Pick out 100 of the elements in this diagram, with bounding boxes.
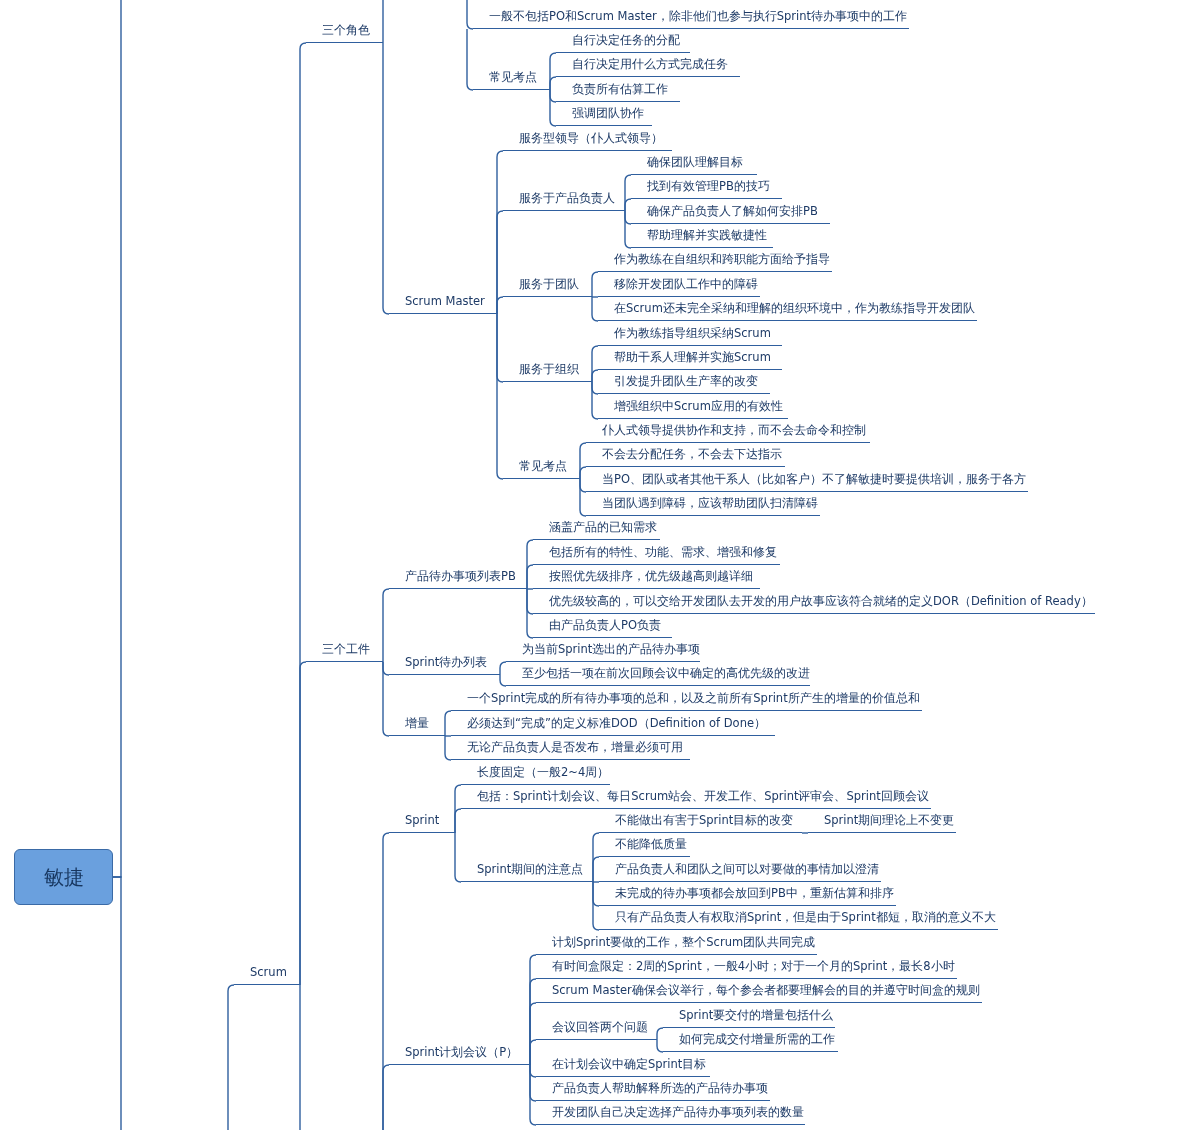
branch-topic: 作为教练指导组织采纳Scrum — [598, 324, 782, 346]
branch-line — [592, 881, 600, 931]
branch-topic: Scrum Master确保会议举行，每个参会者都要理解会的目的并遵守时间盒的规则 — [536, 981, 982, 1003]
branch-topic: 在计划会议中确定Sprint目标 — [536, 1055, 710, 1077]
branch-topic: Sprint待办列表 — [389, 653, 500, 675]
branch-topic: 三个工件 — [306, 640, 383, 662]
branch-topic: 增量 — [389, 714, 445, 736]
branch-line — [526, 588, 534, 639]
branch-topic: 长度固定（一般2~4周） — [461, 763, 610, 785]
branch-topic: 一个Sprint完成的所有待办事项的总和，以及之前所有Sprint所产生的增量的价值总和 — [451, 689, 922, 711]
branch-line — [656, 1027, 664, 1041]
branch-line — [382, 588, 390, 663]
branch-topic: 引发提升团队生产率的改变 — [598, 372, 770, 394]
branch-line — [801, 832, 809, 834]
branch-topic: 强调团队协作 — [556, 104, 652, 126]
branch-topic: 帮助理解并实践敏捷性 — [631, 226, 773, 248]
branch-topic: 不能降低质量 — [599, 835, 690, 857]
branch-line — [591, 271, 599, 298]
branch-topic: Sprint期间的注意点 — [461, 860, 593, 882]
branch-topic: 至少包括一项在前次回顾会议中确定的高优先级的改进 — [506, 664, 810, 686]
branch-topic: 服务于组织 — [503, 360, 592, 382]
branch-line — [299, 984, 301, 1130]
branch-topic: 产品待办事项列表PB — [389, 567, 527, 589]
branch-topic: 服务于产品负责人 — [503, 189, 625, 211]
branch-topic: Sprint计划会议（P） — [389, 1043, 530, 1065]
branch-topic: 包括所有的特性、功能、需求、增强和修复 — [533, 543, 780, 565]
root-topic-box: 敏捷 — [14, 849, 113, 905]
branch-topic: Sprint要交付的增量包括什么 — [663, 1006, 835, 1028]
branch-topic: 会议回答两个问题 — [536, 1018, 657, 1040]
branch-line — [299, 661, 307, 986]
branch-topic: 不能做出有害于Sprint目标的改变 — [599, 811, 802, 833]
branch-line — [454, 832, 462, 883]
branch-topic: 产品负责人和团队之间可以对要做的事情加以澄清 — [599, 860, 881, 882]
branch-topic: 帮助干系人理解并实施Scrum — [598, 348, 782, 370]
branch-line — [444, 735, 452, 737]
branch-topic: 未完成的待办事项都会放回到PB中，重新估算和排序 — [599, 884, 896, 906]
branch-topic: 涵盖产品的已知需求 — [533, 518, 660, 540]
branch-topic: 只有产品负责人有权取消Sprint，但是由于Sprint都短，取消的意义不大 — [599, 908, 998, 930]
branch-topic: 计划Sprint要做的工作，整个Scrum团队共同完成 — [536, 933, 817, 955]
branch-topic: 必须达到“完成”的定义标准DOD（Definition of Done） — [451, 714, 775, 736]
branch-line — [591, 381, 599, 420]
branch-line — [466, 0, 474, 30]
branch-topic: 三个角色 — [306, 21, 383, 43]
branch-topic: 负责所有估算工作 — [556, 80, 680, 102]
branch-line — [624, 198, 632, 212]
branch-topic: 如何完成交付增量所需的工作 — [663, 1030, 838, 1052]
branch-line — [499, 661, 507, 676]
branch-topic: 确保产品负责人了解如何安排PB — [631, 202, 830, 224]
branch-line — [656, 1039, 664, 1053]
branch-topic: 按照优先级排序，优先级越高则越详细 — [533, 567, 760, 589]
branch-topic: 无论产品负责人是否发布，增量必须可用 — [451, 738, 690, 760]
branch-line — [579, 466, 587, 480]
branch-topic: 确保团队理解目标 — [631, 153, 757, 175]
branch-line — [382, 1064, 390, 1130]
branch-topic: 自行决定任务的分配 — [556, 31, 690, 53]
branch-line — [591, 296, 599, 298]
branch-line — [496, 296, 504, 315]
branch-topic: 当PO、团队或者其他干系人（比如客户）不了解敏捷时要提供培训，服务于各方 — [586, 470, 1028, 492]
branch-topic: 常见考点 — [503, 457, 580, 479]
branch-topic: 由产品负责人PO负责 — [533, 616, 672, 638]
branch-line — [549, 76, 557, 91]
branch-line — [112, 876, 122, 1130]
branch-line — [526, 564, 534, 590]
branch-topic: 在Scrum还未完全采纳和理解的组织环境中，作为教练指导开发团队 — [598, 299, 977, 321]
branch-line — [466, 28, 474, 91]
branch-topic: 常见考点 — [473, 68, 550, 90]
branch-line — [526, 588, 534, 590]
branch-line — [529, 1064, 537, 1126]
branch-line — [444, 710, 452, 737]
branch-topic: Sprint — [389, 811, 455, 833]
branch-topic: 服务于团队 — [503, 275, 592, 297]
branch-line — [382, 0, 384, 44]
branch-topic: 开发团队自己决定选择产品待办事项列表的数量 — [536, 1103, 805, 1125]
branch-line — [592, 856, 600, 883]
branch-line — [624, 210, 632, 249]
branch-topic: 一般不包括PO和Scrum Master，除非他们也参与执行Sprint待办事项中的工作 — [473, 7, 909, 29]
branch-topic: 不会去分配任务，不会去下达指示 — [586, 445, 785, 467]
branch-line — [227, 984, 235, 1130]
branch-line — [549, 89, 557, 127]
branch-line — [454, 808, 462, 834]
branch-line — [382, 42, 390, 315]
branch-line — [496, 313, 504, 480]
branch-topic: 自行决定用什么方式完成任务 — [556, 55, 740, 77]
branch-topic: Sprint期间理论上不变更 — [808, 811, 956, 833]
branch-topic: 仆人式领导提供协作和支持，而不会去命令和控制 — [586, 421, 870, 443]
branch-topic: 包括：Sprint计划会议、每日Scrum站会、开发工作、Sprint评审会、Sprint回顾会议 — [461, 787, 931, 809]
branch-topic: 为当前Sprint选出的产品待办事项 — [506, 640, 700, 662]
branch-topic: 找到有效管理PB的技巧 — [631, 177, 782, 199]
branch-topic: 作为教练在自组织和跨职能方面给予指导 — [598, 250, 832, 272]
branch-line — [529, 1039, 537, 1066]
branch-line — [591, 369, 599, 383]
branch-line — [444, 735, 452, 761]
branch-line — [592, 881, 600, 883]
branch-line — [499, 674, 507, 687]
branch-topic: 有时间盒限定：2周的Sprint，一般4小时；对于一个月的Sprint，最长8小时 — [536, 957, 957, 979]
branch-topic: 产品负责人帮助解释所选的产品待办事项 — [536, 1079, 770, 1101]
branch-line — [382, 661, 390, 737]
branch-line — [591, 296, 599, 322]
branch-topic: 服务型领导（仆人式领导） — [503, 129, 672, 151]
branch-topic: 优先级较高的，可以交给开发团队去开发的用户故事应该符合就绪的定义DOR（Definition of Ready） — [533, 592, 1095, 614]
